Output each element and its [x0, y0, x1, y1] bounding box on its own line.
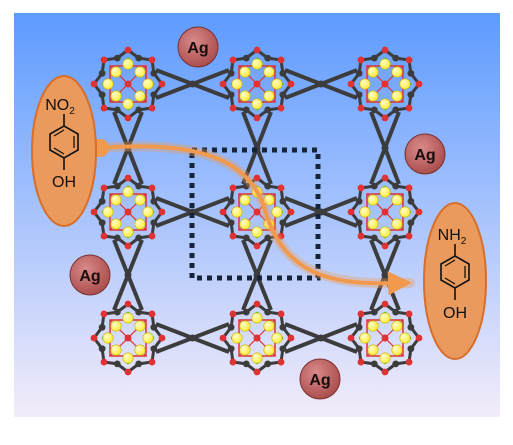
svg-text:Ag: Ag — [187, 40, 208, 57]
product-top-group: NH2 — [438, 227, 467, 247]
ag-particle: Ag — [299, 358, 341, 400]
product-bottom-group: OH — [443, 305, 467, 322]
ag-particle: Ag — [404, 133, 446, 175]
ag-particle: Ag — [177, 26, 219, 68]
svg-text:Ag: Ag — [309, 372, 330, 389]
svg-text:Ag: Ag — [414, 147, 435, 164]
mof-framework — [90, 46, 423, 376]
ag-particle: Ag — [69, 254, 111, 296]
reactant-top-group: NO2 — [45, 97, 75, 117]
reactant-molecule: NO2 OH — [31, 75, 97, 227]
unit-cell-box — [189, 147, 321, 281]
product-molecule: NH2 OH — [423, 202, 487, 360]
reactant-bottom-group: OH — [52, 174, 76, 191]
svg-text:Ag: Ag — [79, 268, 100, 285]
